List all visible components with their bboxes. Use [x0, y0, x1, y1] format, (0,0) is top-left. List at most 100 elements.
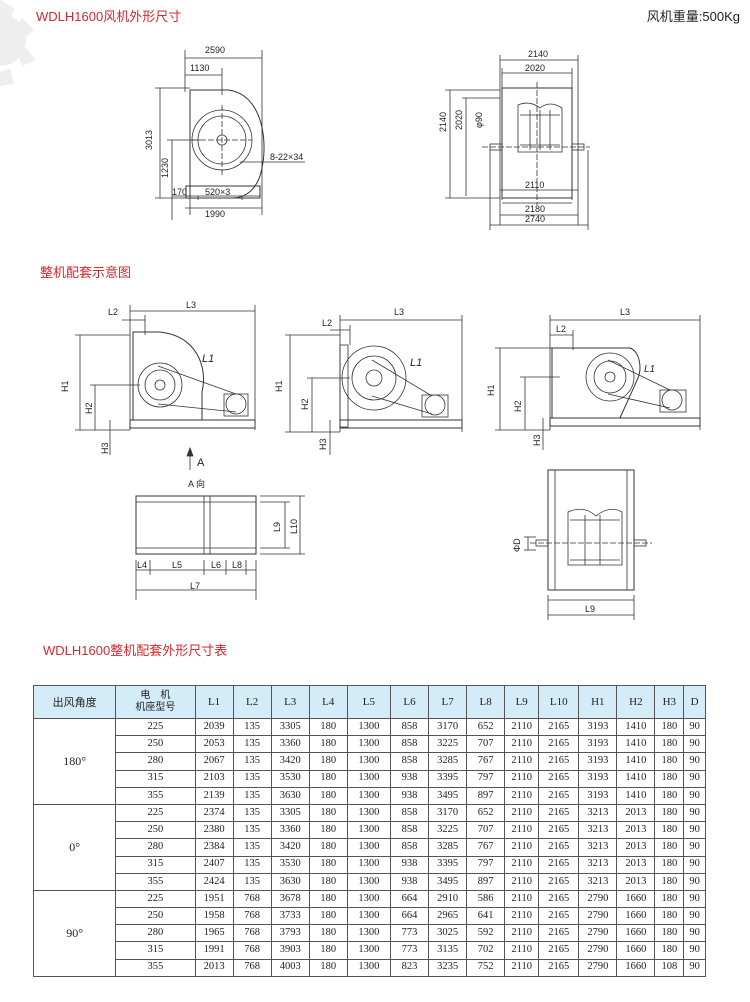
table-cell: 2139	[194, 786, 234, 805]
table-cell: 3395	[428, 855, 468, 874]
header-cell: D	[683, 685, 706, 719]
table-cell: 768	[232, 924, 272, 943]
table-cell: 135	[232, 717, 272, 737]
table-cell: 938	[390, 872, 430, 891]
asm1-H3: H3	[100, 442, 110, 454]
table-cell: 752	[466, 958, 506, 977]
table-cell: 2110	[504, 752, 540, 771]
table-cell: 3025	[428, 924, 468, 943]
table-cell: 3225	[428, 735, 468, 754]
table-cell: 108	[654, 958, 685, 977]
table-cell: 180	[308, 769, 348, 788]
table-cell: 180	[308, 907, 348, 926]
table-cell: 180	[654, 855, 685, 874]
table-cell: 797	[466, 769, 506, 788]
table-cell: 3213	[578, 838, 618, 857]
table-cell: 2110	[504, 872, 540, 891]
header-cell: L10	[538, 685, 580, 719]
table-cell: 1965	[194, 924, 234, 943]
table-cell: 2965	[428, 907, 468, 926]
table-cell: 2013	[194, 958, 234, 977]
header-cell: 出风角度	[32, 685, 117, 719]
table-cell: 180	[308, 717, 348, 737]
table-cell: 1410	[616, 769, 656, 788]
table-cell: 938	[390, 855, 430, 874]
table-cell: 2165	[538, 838, 580, 857]
table-cell: 702	[466, 941, 506, 960]
asm1-L2: L2	[108, 307, 118, 317]
dim-2110: 2110	[525, 180, 544, 190]
table-cell: 3170	[428, 717, 468, 737]
header-cell: L8	[466, 685, 506, 719]
table-cell: 3420	[270, 838, 310, 857]
aview-L7: L7	[190, 581, 200, 591]
table-cell: 773	[390, 924, 430, 943]
aview-L6: L6	[211, 560, 221, 570]
table-cell: 897	[466, 872, 506, 891]
table-cell: 1300	[346, 717, 392, 737]
table-cell: 180	[308, 889, 348, 909]
table-cell: 3678	[270, 889, 310, 909]
aview-L5: L5	[172, 560, 182, 570]
dim-3013: 3013	[144, 130, 154, 150]
assembly-title: 整机配套示意图	[40, 265, 132, 280]
table-cell: 773	[390, 941, 430, 960]
table-cell: 2110	[504, 821, 540, 840]
table-cell: 1660	[616, 924, 656, 943]
table-cell: 3495	[428, 872, 468, 891]
table-cell: 135	[232, 855, 272, 874]
table-cell: 90	[683, 735, 706, 754]
table-cell: 2039	[194, 717, 234, 737]
dim-520x3: 520×3	[205, 187, 230, 197]
table-cell: 180	[308, 821, 348, 840]
table-cell: 2790	[578, 958, 618, 977]
outline-title: WDLH1600风机外形尺寸	[36, 9, 182, 24]
table-cell: 1300	[346, 769, 392, 788]
dim-phi90: φ90	[474, 112, 484, 128]
table-cell: 135	[232, 872, 272, 891]
asm3-H2: H2	[513, 400, 523, 412]
table-cell: 135	[232, 821, 272, 840]
table-cell: 2110	[504, 941, 540, 960]
table-cell: 250	[115, 907, 196, 926]
table-cell: 2384	[194, 838, 234, 857]
table-cell: 2110	[504, 717, 540, 737]
table-cell: 3193	[578, 769, 618, 788]
header-cell: L6	[390, 685, 430, 719]
header-cell: 电 机 机座型号	[115, 685, 196, 719]
table-cell: 652	[466, 717, 506, 737]
table-cell: 3630	[270, 786, 310, 805]
table-cell: 2165	[538, 889, 580, 909]
table-cell: 2110	[504, 924, 540, 943]
table-cell: 2165	[538, 769, 580, 788]
table-cell: 180	[654, 752, 685, 771]
table-cell: 3530	[270, 855, 310, 874]
asm1-A: A	[197, 457, 205, 469]
table-cell: 180	[654, 907, 685, 926]
table-cell: 3305	[270, 803, 310, 823]
table-cell: 3285	[428, 838, 468, 857]
dim-1130: 1130	[190, 63, 209, 73]
table-cell: 3235	[428, 958, 468, 977]
table-cell: 2110	[504, 907, 540, 926]
table-cell: 315	[115, 855, 196, 874]
table-cell: 180	[654, 838, 685, 857]
table-cell: 2165	[538, 717, 580, 737]
header-cell: L7	[428, 685, 468, 719]
table-cell: 897	[466, 786, 506, 805]
fan-weight: 风机重量:500Kg	[646, 9, 740, 24]
table-cell: 3420	[270, 752, 310, 771]
dim-170: 170	[172, 187, 187, 197]
table-cell: 180	[308, 752, 348, 771]
table-cell: 90	[683, 769, 706, 788]
table-cell: 1660	[616, 958, 656, 977]
table-cell: 2790	[578, 889, 618, 909]
table-cell: 3903	[270, 941, 310, 960]
asm2-H1: H1	[274, 380, 284, 392]
table-cell: 180	[308, 855, 348, 874]
table-cell: 135	[232, 838, 272, 857]
dim-1230: 1230	[160, 158, 170, 178]
